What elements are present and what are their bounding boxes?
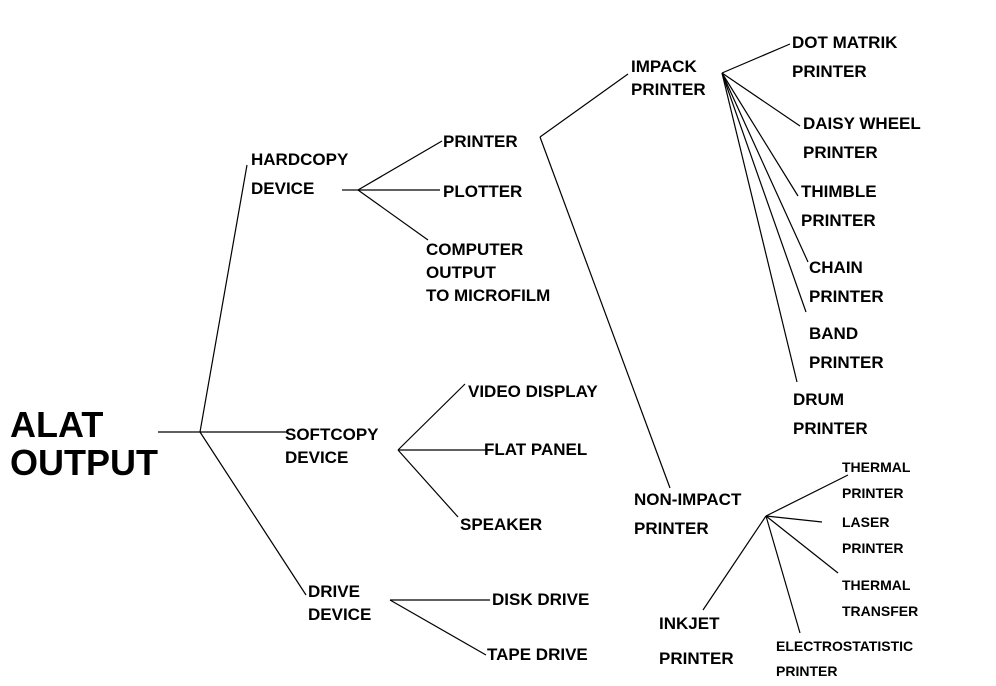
non-impact-label-line-1: NON-IMPACT <box>634 490 742 509</box>
band-line-2: PRINTER <box>809 353 884 372</box>
com-label-line-1: COMPUTER <box>426 240 524 259</box>
drum-printer-node: DRUM PRINTER <box>793 385 868 443</box>
thimble-line-2: PRINTER <box>801 211 876 230</box>
connector-root-hardcopy <box>199 164 248 433</box>
connector-impact-thimble <box>721 72 799 197</box>
electrostatistic-line-2: PRINTER <box>776 663 838 679</box>
chain-printer-node: CHAIN PRINTER <box>809 253 884 311</box>
drive-label-line-2: DEVICE <box>308 605 372 624</box>
connector-hardcopy-com <box>357 189 429 241</box>
thimble-printer-node: THIMBLE PRINTER <box>801 177 877 235</box>
tape-drive-label: TAPE DRIVE <box>487 645 588 664</box>
drive-label-line-1: DRIVE <box>308 582 360 601</box>
connector-softcopy-speaker <box>397 449 459 518</box>
non-impact-printer-node: NON-IMPACT PRINTER <box>634 485 741 543</box>
band-printer-node: BAND PRINTER <box>809 319 884 377</box>
inkjet-line-2: PRINTER <box>659 649 734 668</box>
video-display-node: VIDEO DISPLAY <box>468 377 598 406</box>
laser-line-1: LASER <box>842 514 890 530</box>
dot-matrik-line-1: DOT MATRIK <box>792 33 898 52</box>
hardcopy-label-line-2: DEVICE <box>251 179 315 198</box>
printer-node: PRINTER <box>443 127 518 156</box>
connector-impact-chain <box>721 72 809 263</box>
connector-impact-dotmatrik <box>721 43 791 74</box>
com-label-line-2: OUTPUT <box>426 263 496 282</box>
plotter-node: PLOTTER <box>443 177 522 206</box>
daisy-wheel-printer-node: DAISY WHEEL PRINTER <box>803 109 921 167</box>
tape-drive-node: TAPE DRIVE <box>487 640 588 669</box>
hardcopy-label-line-1: HARDCOPY <box>251 150 349 169</box>
inkjet-line-1: INKJET <box>659 614 720 633</box>
connector-hardcopy-printer <box>357 140 443 191</box>
drum-line-1: DRUM <box>793 390 844 409</box>
dot-matrik-line-2: PRINTER <box>792 62 867 81</box>
speaker-node: SPEAKER <box>460 510 542 539</box>
impact-printer-node: IMPACK PRINTER <box>631 55 706 101</box>
chain-line-2: PRINTER <box>809 287 884 306</box>
electrostatistic-printer-node: ELECTROSTATISTIC PRINTER <box>776 634 913 684</box>
thermal-printer-node: THERMAL PRINTER <box>842 454 910 506</box>
impact-label-line-2: PRINTER <box>631 80 706 99</box>
band-line-1: BAND <box>809 324 859 343</box>
thimble-line-1: THIMBLE <box>801 182 877 201</box>
connector-impact-daisywheel <box>721 72 801 127</box>
connector-nonimpact-inkjet <box>702 515 767 611</box>
disk-drive-label: DISK DRIVE <box>492 590 590 609</box>
connector-softcopy-video <box>397 383 466 451</box>
computer-output-microfilm-node: COMPUTER OUTPUT TO MICROFILM <box>426 238 550 307</box>
video-display-label: VIDEO DISPLAY <box>468 382 598 401</box>
daisy-wheel-line-2: PRINTER <box>803 143 878 162</box>
thermal-transfer-line-2: TRANSFER <box>842 603 919 619</box>
thermal-printer-line-2: PRINTER <box>842 485 904 501</box>
non-impact-label-line-2: PRINTER <box>634 519 709 538</box>
dot-matrik-printer-node: DOT MATRIK PRINTER <box>792 28 897 86</box>
connector-drive-tape <box>389 599 487 656</box>
root-node: ALAT OUTPUT <box>10 406 158 482</box>
electrostatistic-line-1: ELECTROSTATISTIC <box>776 638 914 654</box>
thermal-transfer-line-1: THERMAL <box>842 577 911 593</box>
softcopy-device-node: SOFTCOPY DEVICE <box>285 423 379 469</box>
root-label-line-2: OUTPUT <box>10 442 158 483</box>
laser-line-2: PRINTER <box>842 540 904 556</box>
thermal-transfer-node: THERMAL TRANSFER <box>842 572 918 624</box>
hardcopy-device-node: HARDCOPY DEVICE <box>251 145 348 203</box>
daisy-wheel-line-1: DAISY WHEEL <box>803 114 921 133</box>
connector-impact-band <box>721 72 807 313</box>
flat-panel-node: FLAT PANEL <box>484 435 587 464</box>
root-label-line-1: ALAT <box>10 404 104 445</box>
connector-nonimpact-thermaltransfer <box>765 515 839 574</box>
connector-nonimpact-electrostatistic <box>765 515 801 634</box>
impact-label-line-1: IMPACK <box>631 57 697 76</box>
inkjet-printer-node: INKJET PRINTER <box>659 606 734 676</box>
connector-printer-nonimpact <box>539 136 671 489</box>
chain-line-1: CHAIN <box>809 258 863 277</box>
disk-drive-node: DISK DRIVE <box>492 585 589 614</box>
drive-device-node: DRIVE DEVICE <box>308 580 371 626</box>
softcopy-label-line-2: DEVICE <box>285 448 349 467</box>
connector-impact-drum <box>721 72 798 383</box>
connector-printer-impact <box>539 73 629 138</box>
com-label-line-3: TO MICROFILM <box>426 286 551 305</box>
connector-root-drive <box>199 431 307 596</box>
flat-panel-label: FLAT PANEL <box>484 440 588 459</box>
printer-label: PRINTER <box>443 132 518 151</box>
softcopy-label-line-1: SOFTCOPY <box>285 425 379 444</box>
connector-nonimpact-thermal <box>765 474 849 517</box>
drum-line-2: PRINTER <box>793 419 868 438</box>
thermal-printer-line-1: THERMAL <box>842 459 911 475</box>
connector-nonimpact-laser <box>765 515 823 523</box>
laser-printer-node: LASER PRINTER <box>842 509 903 561</box>
plotter-label: PLOTTER <box>443 182 523 201</box>
speaker-label: SPEAKER <box>460 515 543 534</box>
